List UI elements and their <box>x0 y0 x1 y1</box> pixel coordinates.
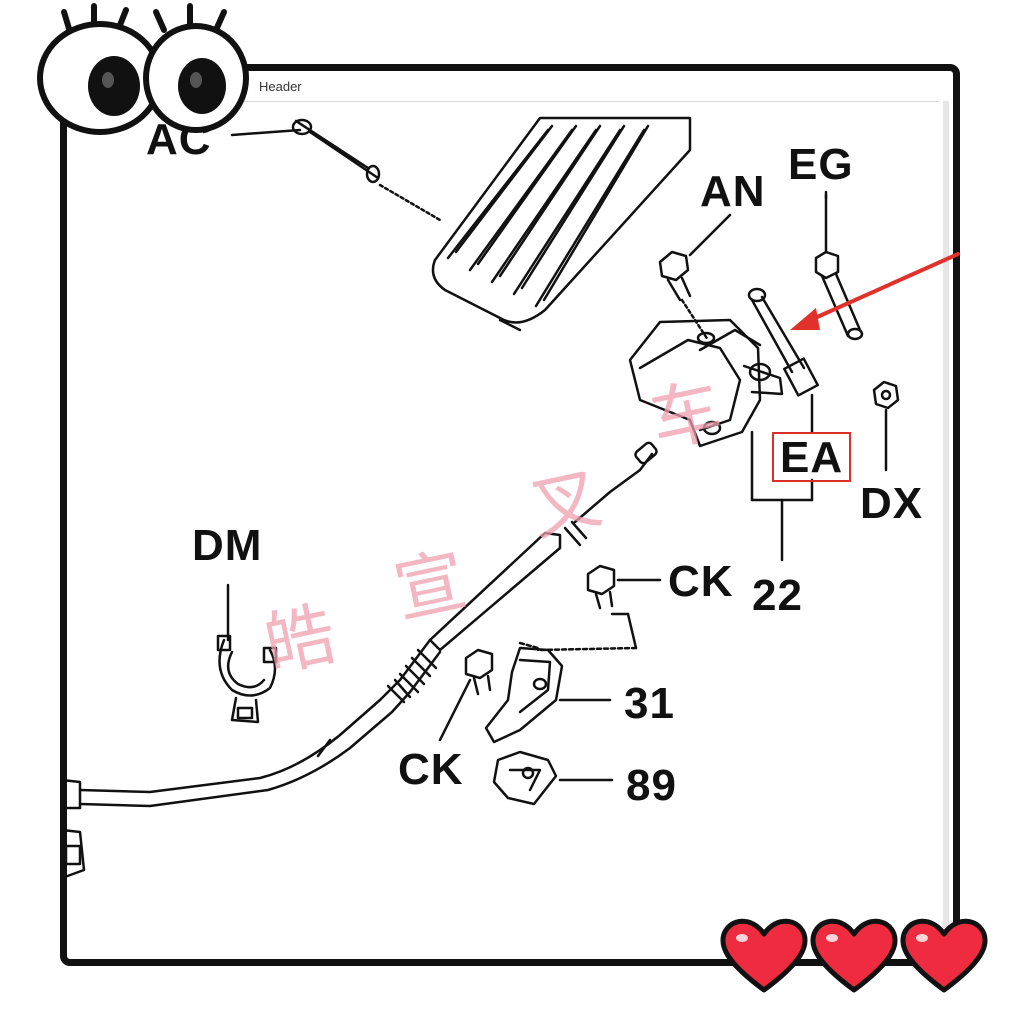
label-22: 22 <box>752 571 803 620</box>
window-header-text: Header <box>259 79 302 94</box>
label-ea: EA <box>772 432 852 482</box>
label-89: 89 <box>626 761 677 810</box>
hearts-sticker <box>720 918 988 993</box>
bolt-ck-bottom <box>438 648 494 742</box>
clip-nut-89 <box>492 750 614 806</box>
heart-icon <box>720 918 808 993</box>
throttle-cable <box>60 441 658 880</box>
bolt-ck-top <box>518 564 662 652</box>
clip-dm <box>216 583 278 724</box>
heart-icon <box>810 918 898 993</box>
rod-ea <box>747 287 820 434</box>
label-dx: DX <box>860 479 924 528</box>
heart-icon <box>900 918 988 993</box>
nut-dx <box>872 380 900 472</box>
bracket-31 <box>484 646 612 744</box>
pedal-bracket <box>628 318 784 448</box>
cartoon-eyes-sticker <box>37 3 249 135</box>
leader-22 <box>750 430 814 562</box>
label-ck-bottom: CK <box>398 745 464 794</box>
accelerator-pedal <box>431 116 692 332</box>
label-ck-top: CK <box>668 557 734 606</box>
bolt-eg <box>814 193 864 341</box>
label-an: AN <box>700 167 766 216</box>
label-eg: EG <box>788 140 854 189</box>
pin-ac <box>230 118 442 222</box>
red-arrow <box>790 252 960 330</box>
window-header: Header <box>73 75 939 102</box>
scrollbar[interactable] <box>943 101 949 951</box>
label-31: 31 <box>624 679 675 728</box>
label-dm: DM <box>192 521 263 570</box>
